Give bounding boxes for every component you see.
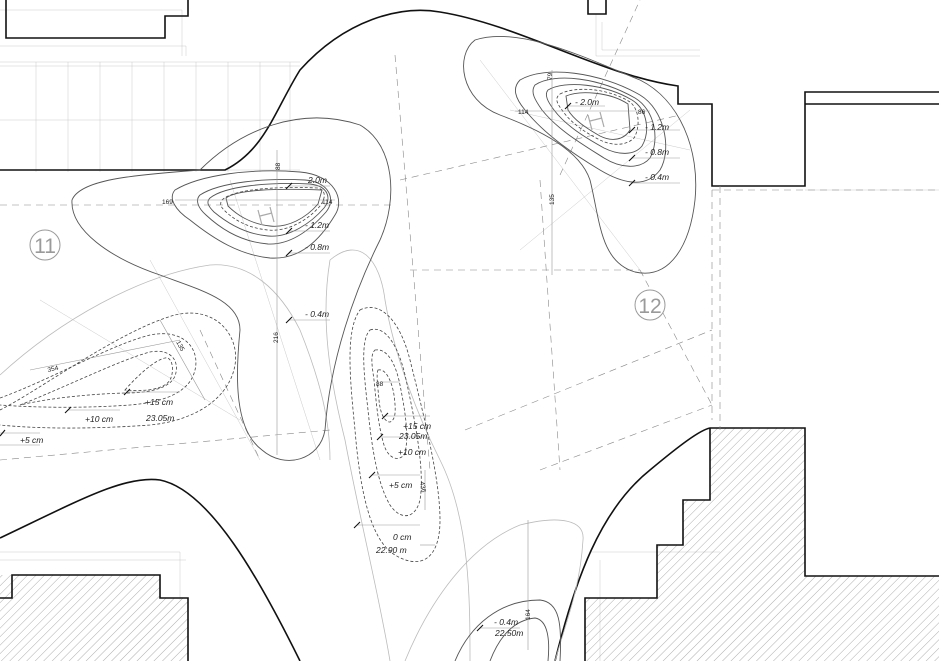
dimension-label: 86: [638, 109, 646, 116]
depth-label: - 1.2m: [305, 220, 329, 230]
dimension-label: 135: [549, 194, 556, 205]
height-label: 0 cm: [393, 532, 411, 542]
dimension-label: 135: [174, 340, 185, 353]
ladder-icon-bowl-2: [587, 111, 605, 131]
elevation-label: 22.90 m: [375, 545, 407, 555]
bowl-2-contours: [463, 35, 697, 274]
depth-label: - 1.2m: [645, 122, 669, 132]
zone-marker-12: 12: [634, 289, 666, 321]
zone-label-11: 11: [34, 235, 56, 258]
building-blocks: [0, 428, 939, 661]
depth-label: - 0.4m: [494, 617, 518, 627]
depth-label: - 0.8m: [305, 242, 329, 252]
depth-label: - 0.4m: [645, 172, 669, 182]
dimension-label: 88: [275, 162, 282, 170]
dimension-label: 169: [162, 199, 173, 206]
mound-contours: [0, 307, 441, 563]
elevation-labels: 23.05m 23.05m 22.90 m 22.50m: [145, 413, 523, 638]
elevation-label: 23.05m: [398, 431, 427, 441]
dimension-lines: [0, 70, 650, 650]
dimension-label: 114: [322, 199, 333, 206]
dimension-label: 88: [376, 381, 384, 388]
dimension-label: 164: [525, 609, 532, 620]
bottom-bowl-contours: [454, 599, 562, 661]
zone-label-12: 12: [638, 295, 661, 318]
elevation-label: 22.50m: [494, 628, 523, 638]
depth-labels: 2.0m - 1.2m - 0.8m - 0.4m - 2.0m - 1.2m …: [305, 97, 669, 627]
depth-label: - 0.4m: [305, 309, 329, 319]
leader-lines: [0, 102, 680, 632]
depth-label: - 0.8m: [645, 147, 669, 157]
height-label: +10 cm: [398, 447, 426, 457]
height-label: +5 cm: [389, 480, 412, 490]
depth-label: - 2.0m: [575, 97, 599, 107]
elevation-label: 23.05m: [145, 413, 174, 423]
height-labels: +15 cm +10 cm +5 cm +15 cm +10 cm +5 cm …: [20, 397, 431, 542]
dimension-label: 354: [47, 365, 59, 374]
height-label: +15 cm: [403, 421, 431, 431]
alignment-grid: [0, 0, 939, 471]
height-label: +10 cm: [85, 414, 113, 424]
height-label: +15 cm: [145, 397, 173, 407]
zone-marker-11: 11: [29, 229, 61, 261]
height-label: +5 cm: [20, 435, 43, 445]
dimension-labels: 169 114 88 216 354 135 79 114 86 135 88 …: [47, 72, 646, 620]
ladder-icon-bowl-1: [257, 206, 275, 226]
bowl-1-contours: [71, 117, 392, 461]
dimension-label: 114: [518, 109, 529, 116]
dimension-label: 216: [273, 332, 280, 343]
dimension-label: 79: [547, 72, 554, 80]
depth-label: 2.0m: [307, 175, 327, 185]
dimension-label: 436: [418, 481, 427, 493]
